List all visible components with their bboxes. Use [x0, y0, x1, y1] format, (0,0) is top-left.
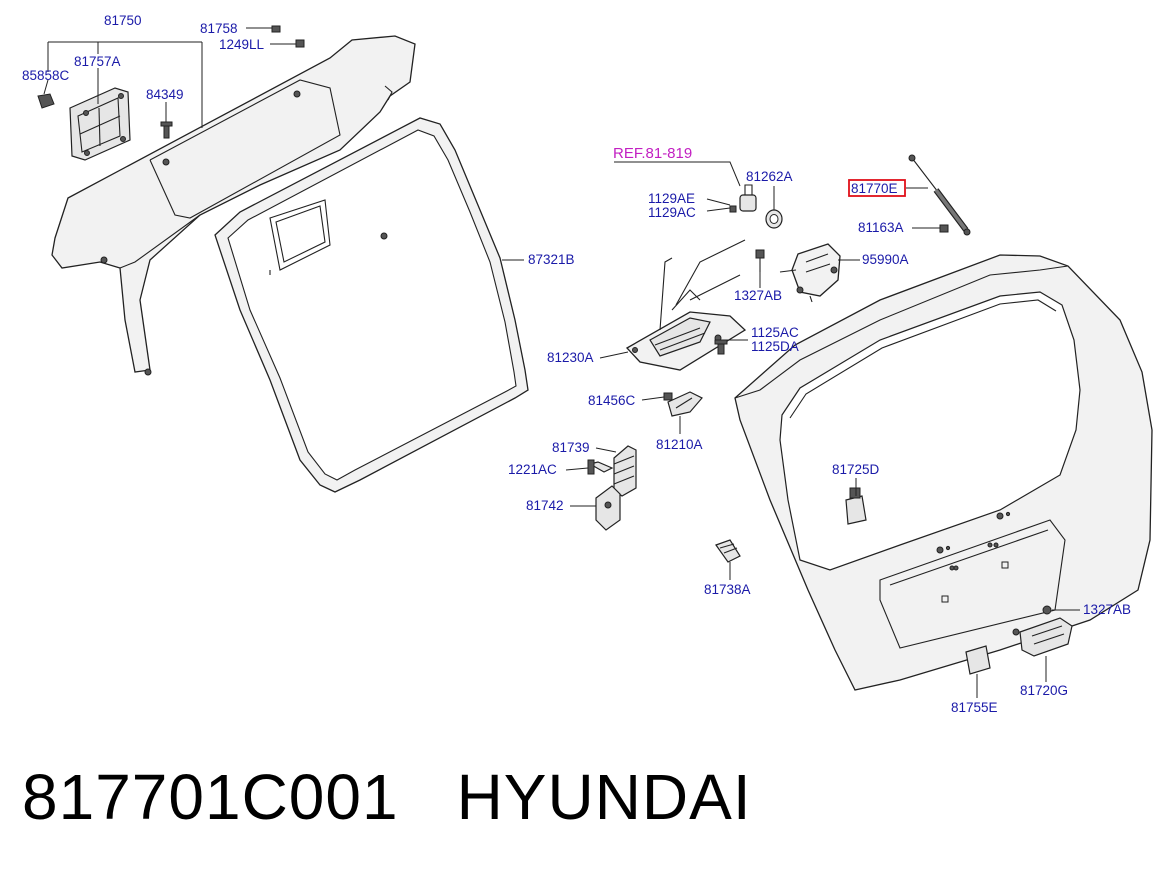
bolt-1125AC	[714, 339, 728, 355]
label-84349: 84349	[146, 87, 184, 102]
label-95990A: 95990A	[862, 252, 909, 267]
label-81230A: 81230A	[547, 350, 594, 365]
bracket-81739	[613, 445, 637, 497]
label-1327AB-upper: 1327AB	[734, 288, 782, 303]
label-81755E: 81755E	[951, 700, 998, 715]
label-1125AC: 1125AC	[751, 325, 799, 340]
label-81770E: 81770E	[851, 181, 898, 196]
switch-81725D	[845, 487, 867, 525]
screw-1221AC	[587, 459, 614, 475]
label-81758: 81758	[200, 21, 238, 36]
nut-1327AB-upper	[755, 249, 765, 259]
service-cover	[69, 87, 131, 161]
screw-81758	[271, 25, 281, 33]
tailgate	[734, 254, 1153, 691]
footer-caption: 817701C001 HYUNDAI	[22, 760, 752, 834]
label-81720G: 81720G	[1020, 683, 1068, 698]
clip-85858C	[37, 93, 55, 109]
cap-81755E	[965, 645, 991, 675]
label-85858C: 85858C	[22, 68, 70, 83]
stopper-81738A	[715, 539, 741, 563]
label-81456C: 81456C	[588, 393, 636, 408]
label-81757A: 81757A	[74, 54, 121, 69]
handle-81720G	[1012, 617, 1073, 657]
label-1221AC: 1221AC	[508, 462, 557, 477]
leader-lines	[43, 27, 1080, 698]
bumper-81742	[595, 485, 621, 531]
label-81742: 81742	[526, 498, 564, 513]
label-81739: 81739	[552, 440, 590, 455]
label-81725D: 81725D	[832, 462, 880, 477]
label-81262A: 81262A	[746, 169, 793, 184]
gas-strut	[908, 154, 971, 236]
striker	[667, 391, 703, 417]
trim-panel	[51, 35, 416, 376]
label-1129AC: 1129AC	[648, 205, 696, 220]
bolt-81163A	[939, 224, 949, 233]
label-1125DA: 1125DA	[751, 339, 799, 354]
label-1129AE: 1129AE	[648, 191, 695, 206]
latch-assembly	[625, 239, 747, 371]
brand-name: HYUNDAI	[456, 761, 752, 833]
screw-84349	[160, 121, 173, 139]
screw-1249LL	[295, 39, 305, 48]
part-labels: 81750 81758 1249LL 85858C 81757A 84349 8…	[22, 13, 1131, 715]
label-81738A: 81738A	[704, 582, 751, 597]
label-1327AB-lower: 1327AB	[1083, 602, 1131, 617]
lock-cylinder	[729, 184, 757, 213]
bolt-81456C	[663, 392, 673, 401]
highlight-box	[848, 179, 906, 197]
parts-diagram: 81750 81758 1249LL 85858C 81757A 84349 8…	[22, 13, 1153, 715]
nut-1327AB-lower	[1042, 605, 1052, 615]
ref-label: REF.81-819	[613, 145, 692, 162]
label-1249LL: 1249LL	[219, 37, 265, 52]
label-81163A: 81163A	[858, 220, 904, 235]
actuator	[779, 243, 841, 303]
weatherstrip	[214, 117, 529, 493]
label-87321B: 87321B	[528, 252, 575, 267]
label-81210A: 81210A	[656, 437, 703, 452]
label-81750: 81750	[104, 13, 142, 28]
part-number: 817701C001	[22, 761, 399, 833]
